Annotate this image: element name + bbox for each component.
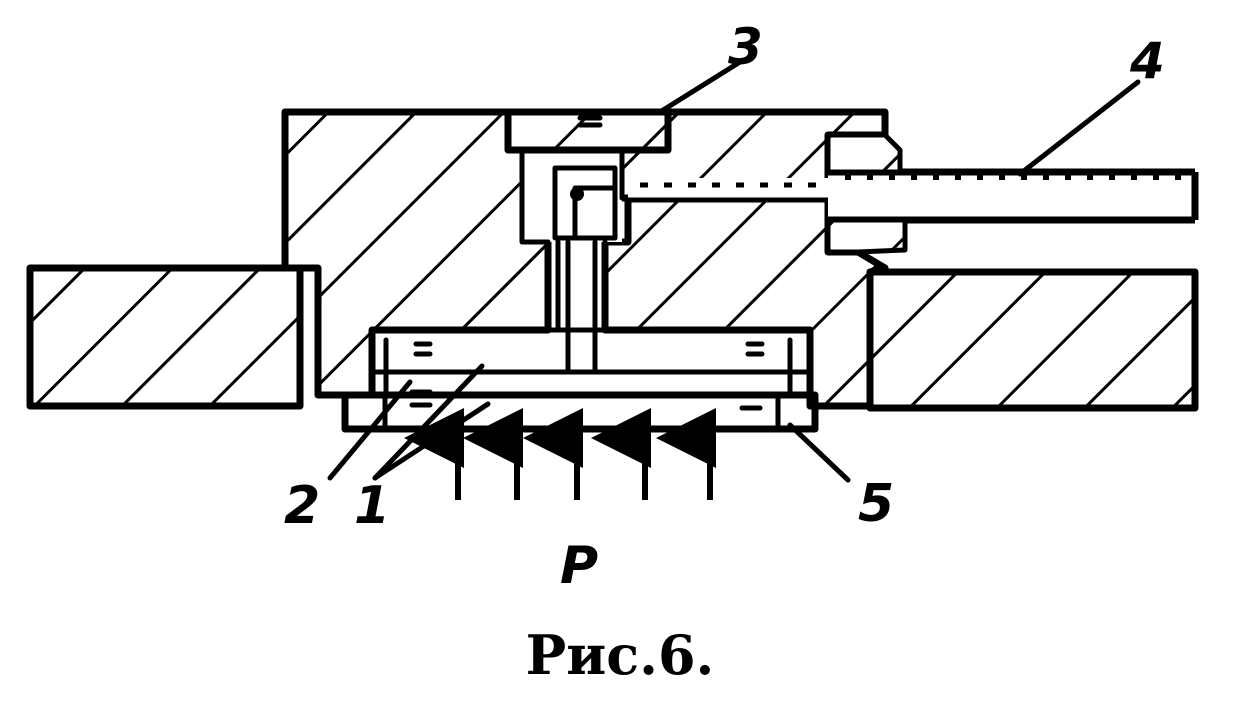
side-duct <box>625 178 831 203</box>
leader-line-1a <box>372 363 485 481</box>
label-part-2: 2 <box>284 476 321 536</box>
label-part-1: 1 <box>354 476 391 536</box>
graduated-tube-part-4 <box>828 168 1199 224</box>
membrane-chamber <box>369 327 813 398</box>
leader-line-5 <box>787 422 851 483</box>
central-channel <box>519 147 631 375</box>
membrane-part-1 <box>341 389 819 433</box>
leader-line-2 <box>327 379 413 481</box>
leader-line-1b <box>372 401 491 481</box>
label-part-3: 3 <box>728 18 763 76</box>
figure-caption: Рис.6. <box>525 623 715 687</box>
pressure-arrows <box>404 408 716 500</box>
valve-element <box>552 165 618 241</box>
tube-fitting <box>825 132 908 255</box>
label-part-5: 5 <box>858 474 895 534</box>
label-part-4: 4 <box>1130 32 1165 90</box>
right-base-plate <box>866 268 1199 412</box>
label-pressure: P <box>560 536 599 596</box>
left-base-plate <box>26 264 304 410</box>
leader-line-3 <box>657 59 743 115</box>
top-cap-part-3 <box>504 108 672 154</box>
leader-lines <box>327 59 1141 483</box>
leader-line-4 <box>1017 79 1141 177</box>
